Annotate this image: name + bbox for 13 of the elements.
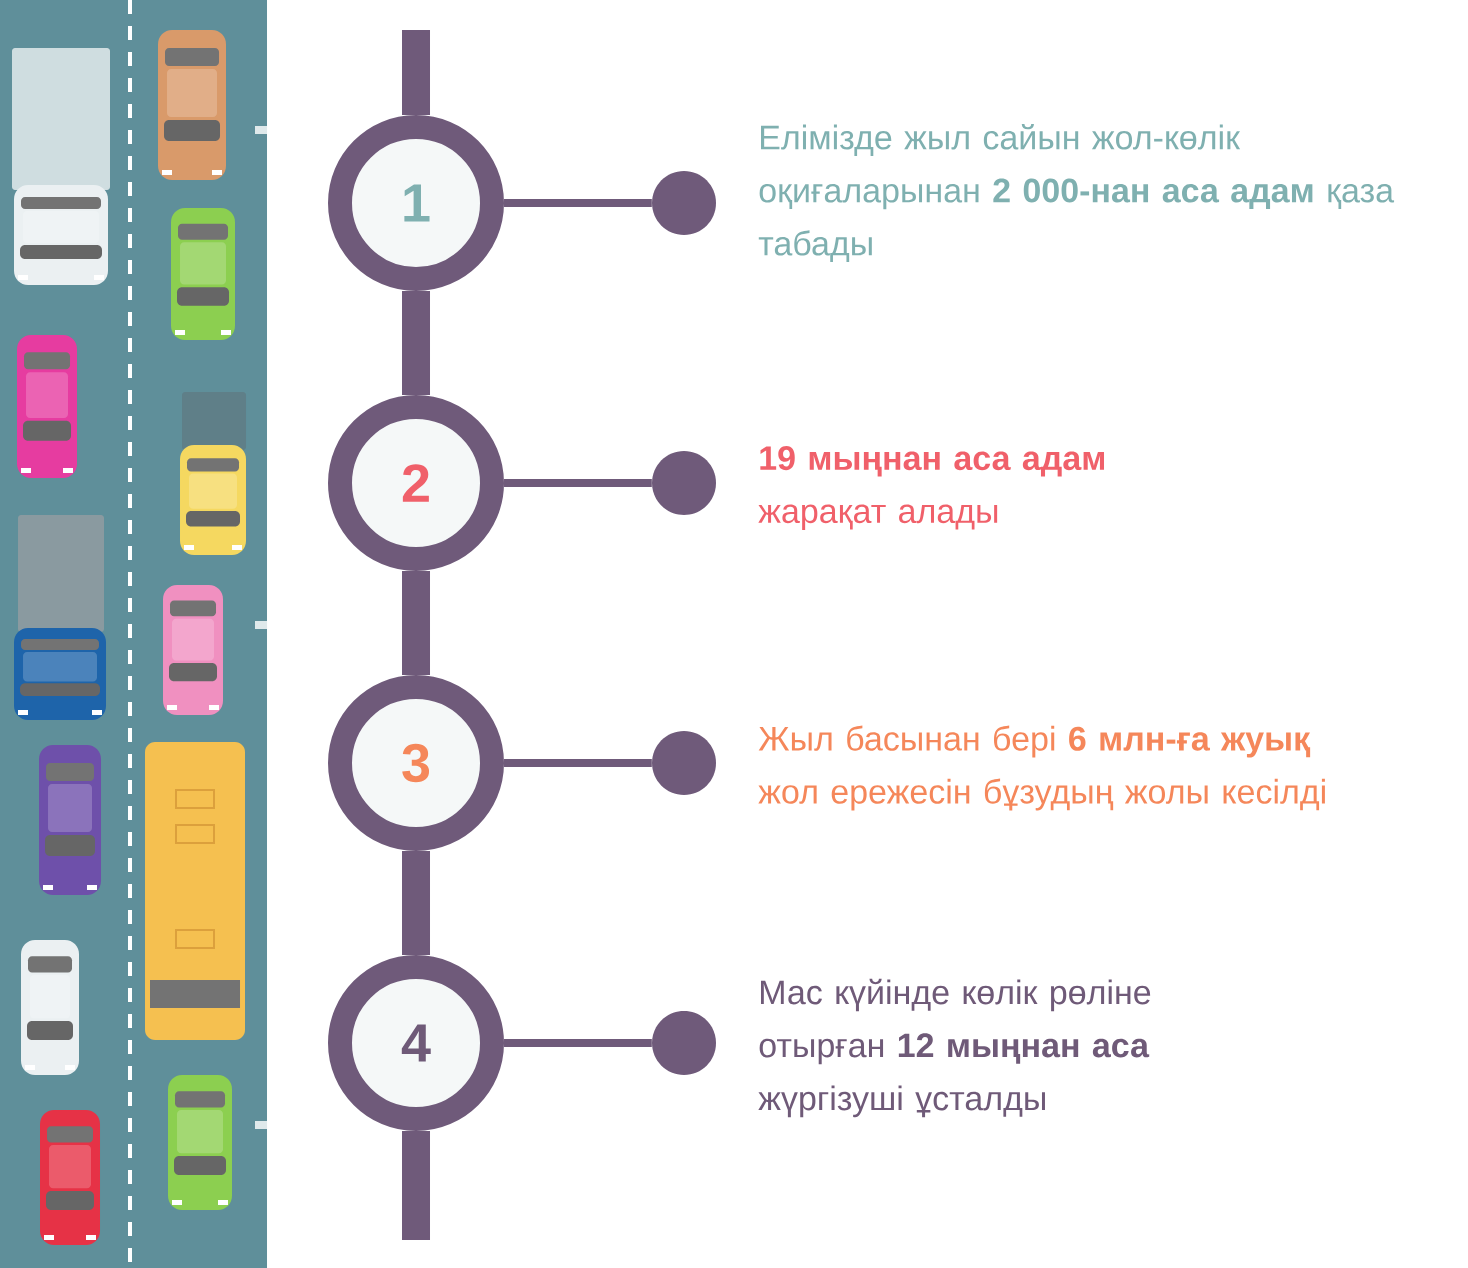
- timeline-line: [402, 571, 430, 675]
- timeline-line: [402, 30, 430, 115]
- info-text: Мас күйінде көлік рөліне отырған 12 мыңнан аса жүргізуші ұсталды: [758, 978, 1151, 1118]
- info-text: Елімізде жыл сайын жол-көлік оқиғаларынан 2 000-нан аса адам қаза табады: [758, 124, 1395, 262]
- dot: [652, 171, 716, 235]
- info-text: 19 мыңнан аса адам жарақат алады: [758, 446, 1104, 530]
- timeline-line: [402, 291, 430, 395]
- dot: [652, 731, 716, 795]
- timeline-line: [402, 1131, 430, 1240]
- dot: [652, 1011, 716, 1075]
- dot: [652, 451, 716, 515]
- info-text: Жыл басынан бері 6 млн-ға жуық жол ережесін бұзудың жолы кесілді: [758, 725, 1325, 811]
- timeline-line: [402, 851, 430, 955]
